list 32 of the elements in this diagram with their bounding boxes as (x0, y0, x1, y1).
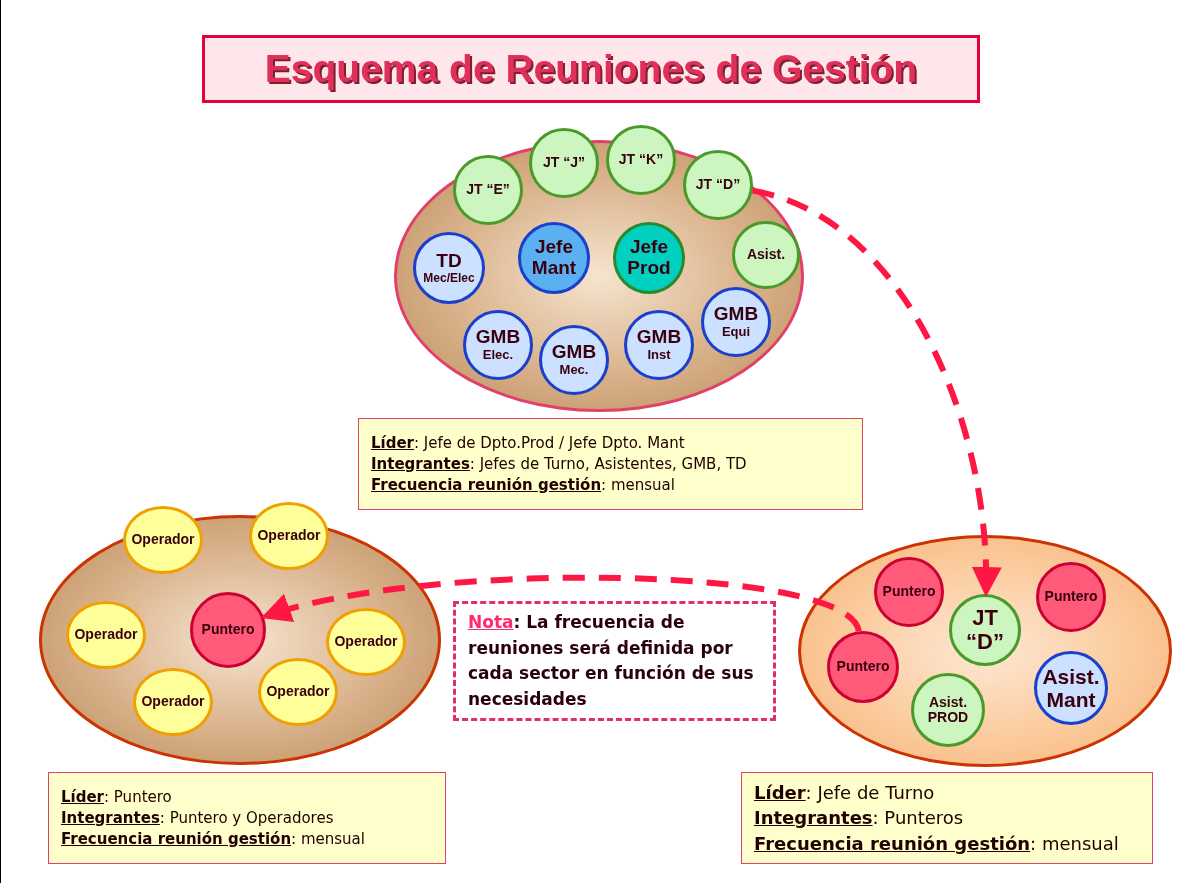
member-circle: GMB Elec. (463, 310, 533, 380)
dashed-arrow (260, 574, 862, 633)
member-circle: Puntero (827, 631, 899, 703)
member-ellipse: Operador (258, 658, 338, 726)
member-ellipse: Operador (249, 502, 329, 570)
member-circle: Asist. Mant (1034, 651, 1108, 725)
member-circle: Jefe Prod (613, 222, 685, 294)
member-circle: Puntero (874, 557, 944, 627)
member-circle: JT “K” (606, 125, 676, 195)
member-circle: GMB Equi (701, 287, 771, 357)
member-circle: TD Mec/Elec (413, 232, 485, 304)
dashed-arrow (751, 187, 1001, 597)
info-box: Líder: Jefe de Turno Integrantes: Punteros Frecuencia reunión gestión: mensual (741, 772, 1153, 864)
member-circle: JT “E” (453, 155, 523, 225)
member-ellipse: Operador (326, 608, 406, 676)
title-banner: Esquema de Reuniones de Gestión (202, 35, 980, 103)
member-circle: Puntero (190, 592, 266, 668)
member-circle: GMB Mec. (539, 325, 609, 395)
note-box: Nota: La frecuencia de reuniones será definida por cada sector en función de sus necesidades (453, 601, 776, 721)
member-circle: JT “J” (529, 128, 599, 198)
member-circle: JT “D” (683, 150, 753, 220)
member-ellipse: Operador (66, 601, 146, 669)
member-ellipse: Operador (133, 668, 213, 736)
info-box: Líder: Jefe de Dpto.Prod / Jefe Dpto. Mant Integrantes: Jefes de Turno, Asistentes, GMB, TD Frecuencia reunión gestión: mensual (358, 418, 863, 510)
member-circle: JT “D” (949, 594, 1021, 666)
member-ellipse: Operador (123, 506, 203, 574)
member-circle: Asist. PROD (911, 673, 985, 747)
info-box: Líder: Puntero Integrantes: Puntero y Operadores Frecuencia reunión gestión: mensual (48, 772, 446, 864)
member-circle: GMB Inst (624, 310, 694, 380)
member-circle: Asist. (732, 221, 800, 289)
member-circle: Puntero (1036, 562, 1106, 632)
member-circle: Jefe Mant (518, 222, 590, 294)
